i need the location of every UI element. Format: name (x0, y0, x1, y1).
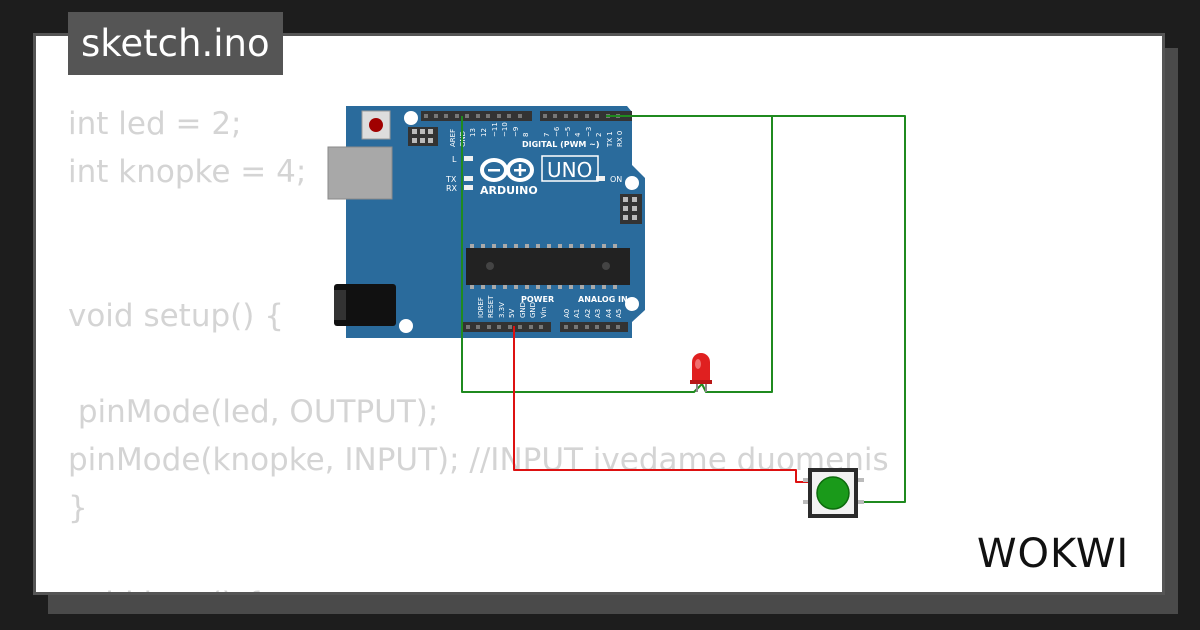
power-jack (334, 284, 396, 326)
mounting-hole (404, 111, 418, 125)
brand-label: ARDUINO (480, 184, 538, 197)
pin-label: RX 0 (616, 131, 624, 147)
pin-label: 5V (508, 309, 516, 318)
pin-label: 8 (522, 133, 530, 137)
pin-label: ~9 (512, 127, 520, 137)
pin-label: ~10 (501, 122, 509, 137)
pin-label: 13 (469, 128, 477, 137)
red-led[interactable] (690, 353, 712, 392)
tx-led (464, 176, 473, 181)
usb-port (327, 146, 393, 200)
pin-label: 2 (595, 133, 603, 137)
wire-5v[interactable] (513, 326, 808, 483)
pin-label: RESET (487, 295, 495, 318)
pin-label: 4 (574, 132, 582, 137)
file-tab[interactable]: sketch.ino (68, 12, 283, 75)
plus-v (518, 164, 522, 176)
pin-label: GND (519, 302, 527, 318)
pin-label: ~3 (585, 127, 593, 137)
mounting-hole (625, 176, 639, 190)
tx-led-label: TX (445, 175, 457, 184)
power-header (462, 322, 551, 332)
pin-label: Vin (540, 307, 548, 318)
code-line: pinMode(knopke, INPUT); //INPUT ivedame … (68, 442, 889, 478)
button-pin (856, 500, 864, 504)
pin-label: A2 (584, 309, 592, 318)
bottom-header-pins (466, 325, 620, 329)
code-line: void loop() { (68, 580, 889, 592)
pin-label: A4 (605, 308, 613, 318)
atmega-chip (466, 244, 630, 289)
pin-label: 3.3V (498, 302, 506, 318)
analog-header (560, 322, 628, 332)
on-led-label: ON (610, 175, 622, 184)
pin-label: A0 (563, 309, 571, 318)
pin-label: AREF (449, 129, 457, 147)
digital-header-label: DIGITAL (PWM ~) (522, 140, 600, 149)
status-leds: L TX RX ON (445, 155, 622, 193)
power-header-label: POWER (521, 295, 554, 304)
icsp-header (408, 127, 438, 146)
pin-label: ~5 (564, 127, 572, 137)
pin-label: A5 (615, 309, 623, 318)
pin-label: A3 (594, 309, 602, 318)
button-pin (803, 478, 811, 482)
reset-button-cap[interactable] (369, 118, 383, 132)
pin-label: 12 (480, 128, 488, 137)
green-pushbutton[interactable] (803, 468, 864, 518)
pin-label: GND (529, 302, 537, 318)
l-led-label: L (452, 155, 457, 164)
code-editor: int led = 2; int knopke = 4; void setup(… (68, 100, 889, 592)
arduino-uno-board[interactable]: AREF GND 13 12 ~11 ~10 ~9 8 7 ~6 ~5 4 ~3… (327, 106, 645, 338)
led-body (692, 353, 710, 382)
wokwi-logo: WOKWI (977, 531, 1129, 577)
code-line: } (68, 490, 88, 526)
pin-label: A1 (573, 309, 581, 318)
rx-led (464, 185, 473, 190)
mounting-hole (399, 319, 413, 333)
wokwi-logo-text: WOKWI (977, 531, 1129, 577)
minus-sign (488, 169, 500, 172)
pin-label: ~11 (491, 122, 499, 137)
code-line: int led = 2; (68, 106, 242, 142)
model-box (541, 155, 599, 182)
button-pin (856, 478, 864, 482)
model-label: UNO (547, 158, 592, 182)
infinity-right (506, 158, 534, 182)
code-line: pinMode(led, OUTPUT); (68, 394, 439, 430)
analog-header-label: ANALOG IN (578, 295, 628, 304)
pin-label: IOREF (477, 297, 485, 318)
led-highlight (695, 359, 701, 369)
pin-label: TX 1 (606, 131, 614, 148)
mounting-hole (625, 297, 639, 311)
on-led (596, 176, 605, 181)
icsp-right-header (620, 194, 642, 224)
analog-pin-labels: A0 A1 A2 A3 A4 A5 (563, 308, 623, 318)
l-led (464, 156, 473, 161)
pin-label: ~6 (553, 126, 561, 137)
button-pin (803, 500, 811, 504)
rx-led-label: RX (446, 184, 458, 193)
wire-button[interactable] (608, 115, 906, 503)
button-cap[interactable] (816, 476, 850, 510)
code-line: void setup() { (68, 298, 284, 334)
arduino-logo: ARDUINO UNO (480, 155, 599, 197)
led-rim (690, 380, 712, 384)
power-jack-body (334, 290, 346, 320)
power-pin-labels: IOREF RESET 3.3V 5V GND GND Vin (477, 295, 548, 318)
code-line: int knopke = 4; (68, 154, 307, 190)
pin-label: 7 (543, 133, 551, 137)
